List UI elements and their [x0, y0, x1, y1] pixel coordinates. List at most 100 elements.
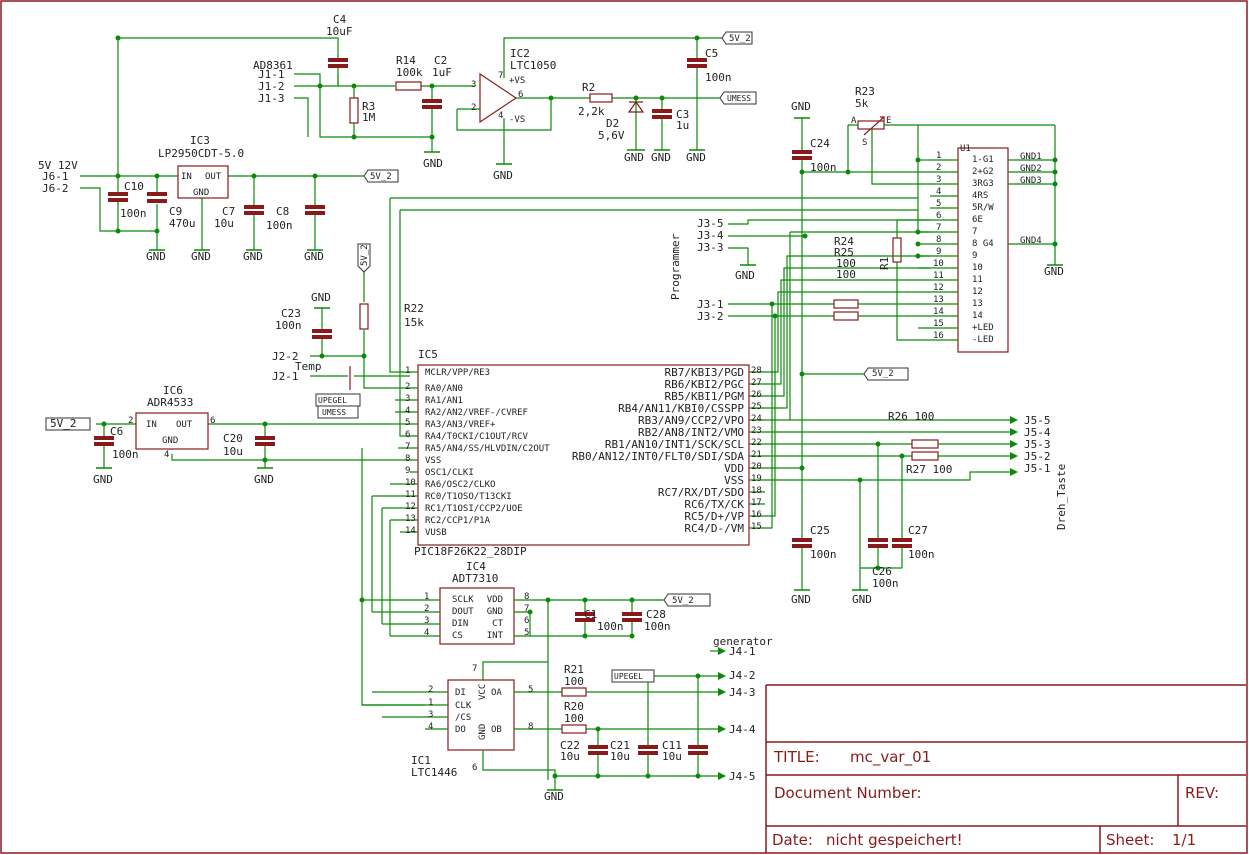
j4-3-label: J4-3 [729, 686, 756, 699]
ic1-pin-num: 8 [528, 722, 534, 732]
u1-pin-num: 12 [933, 283, 944, 293]
flag-umess-pic: UMESS [322, 408, 347, 417]
ic4-pin-label: CS [452, 631, 463, 641]
j2-2-label: J2-2 [272, 350, 299, 363]
j6-1-label: J6-1 [42, 170, 69, 183]
c24-label: C24 [810, 137, 830, 150]
ic2-vs-pos: +VS [509, 76, 526, 86]
u1-pin-label: 13 [972, 299, 983, 309]
ic6-out: OUT [176, 420, 193, 430]
ic5-pin-label: RC6/TX/CK [684, 498, 744, 511]
d2-label: D2 [606, 117, 620, 130]
ic5-pin-label: RC4/D-/VM [684, 522, 744, 535]
ic3-in: IN [181, 172, 192, 182]
ic1-pin-label: OA [491, 688, 502, 698]
r20-label: R20 [564, 700, 584, 713]
ic1-pin-label: DO [455, 725, 466, 735]
ic2-vs-neg: -VS [509, 115, 526, 125]
ic5-pin-num: 19 [751, 474, 762, 484]
ic1-label: IC1 [411, 754, 431, 767]
r23-value: 5k [855, 97, 869, 110]
gnd-c3: GND [651, 151, 671, 164]
gnd-c24: GND [791, 100, 811, 113]
gnd-c9: GND [146, 250, 166, 263]
c6-value: 100n [112, 448, 139, 461]
flag-5v-temp: 5V_2 [360, 244, 370, 266]
ic5-pin-label: MCLR/VPP/RE3 [425, 368, 491, 378]
ic1-pin-label: CLK [455, 701, 472, 711]
sv12-label: 5V 12V [38, 159, 78, 172]
ic5-pin-num: 21 [751, 450, 762, 460]
c25-value: 100n [810, 548, 837, 561]
ic4-part: ADT7310 [452, 572, 499, 585]
title-value: mc_var_01 [850, 748, 932, 766]
ic4-pin-num: 8 [524, 592, 530, 602]
r21-label: R21 [564, 663, 584, 676]
ic3-out: OUT [205, 172, 222, 182]
r14-label: R14 [396, 54, 416, 67]
c27-label: C27 [908, 524, 928, 537]
ic5-pin-num: 24 [751, 414, 762, 424]
flag-5v-reg: 5V_2 [370, 172, 392, 182]
gnd-ic3: GND [191, 250, 211, 263]
ic5-part: PIC18F26K22_28DIP [414, 545, 527, 558]
u1-pin-num: 9 [936, 247, 942, 257]
ic5-pin-num: 15 [751, 522, 762, 532]
ic6-pin2: 2 [128, 416, 134, 426]
gnd-d2: GND [624, 151, 644, 164]
gnd-c6: GND [93, 473, 113, 486]
c24-value: 100n [810, 161, 837, 174]
u1-gnd3: GND3 [1020, 176, 1042, 186]
ic2-pin3: 3 [471, 80, 477, 90]
r1-label: R1 [878, 256, 891, 270]
ic5-pin-label: RC2/CCP1/P1A [425, 516, 491, 526]
ic5-pin-label: RB2/AN8/INT2/VMO [638, 426, 744, 439]
flag-umess-top: UMESS [727, 94, 752, 103]
u1-pin-label: 12 [972, 287, 983, 297]
ic5-pin-num: 9 [405, 466, 411, 476]
ic5-pin-label: RB0/AN12/INT0/FLT0/SDI/SDA [571, 450, 744, 463]
ic4-pin-num: 4 [424, 628, 430, 638]
c11-value: 10u [662, 750, 682, 763]
c6-label: C6 [110, 425, 124, 438]
j4-1-label: J4-1 [729, 645, 756, 658]
c5-label: C5 [705, 47, 719, 60]
c8-value: 100n [266, 219, 293, 232]
gnd-c2: GND [423, 157, 443, 170]
ic5-pin-num: 26 [751, 390, 762, 400]
ic4-pin-num: 5 [524, 628, 530, 638]
reference-section [94, 412, 410, 468]
ic4-pin-num: 1 [424, 592, 430, 602]
u1-pin-label: 11 [972, 275, 983, 285]
ic5-pin-num: 6 [405, 430, 411, 440]
r22-value: 15k [404, 316, 424, 329]
ic5-pin-num: 22 [751, 438, 762, 448]
ic5-pin-label: RC0/T1OSO/T13CKI [425, 492, 512, 502]
ic6-part: ADR4533 [147, 396, 194, 409]
j3-1-label: J3-1 [697, 298, 724, 311]
ic1-ltc1446 [362, 650, 725, 790]
ic5-pin-label: RC7/RX/DT/SDO [657, 486, 744, 499]
c22-value: 10u [560, 750, 580, 763]
r23-a: A [851, 116, 857, 126]
d2-value: 5,6V [598, 129, 625, 142]
j5-2-label: J5-2 [1024, 450, 1051, 463]
ic5-pin-num: 20 [751, 462, 762, 472]
u1-pin-num: 6 [936, 211, 942, 221]
ic5-pin-num: 27 [751, 378, 762, 388]
ic5-pin-num: 2 [405, 382, 411, 392]
ic4-pin-num: 7 [524, 604, 530, 614]
u1-pin-label: 7 [972, 227, 978, 237]
r23-e: E [886, 116, 892, 126]
u1-pin-num: 3 [936, 175, 942, 185]
j3-3-label: J3-3 [697, 241, 724, 254]
c3-value: 1u [676, 119, 690, 132]
ic5-pin-label: RB1/AN10/INT1/SCK/SCL [604, 438, 744, 451]
r14-value: 100k [396, 66, 423, 79]
r25-label: R25 [834, 246, 854, 259]
ic1-pin6: 6 [472, 763, 478, 773]
r23-label: R23 [855, 85, 875, 98]
j2-1-label: J2-1 [272, 370, 299, 383]
r20-value: 100 [564, 712, 584, 725]
